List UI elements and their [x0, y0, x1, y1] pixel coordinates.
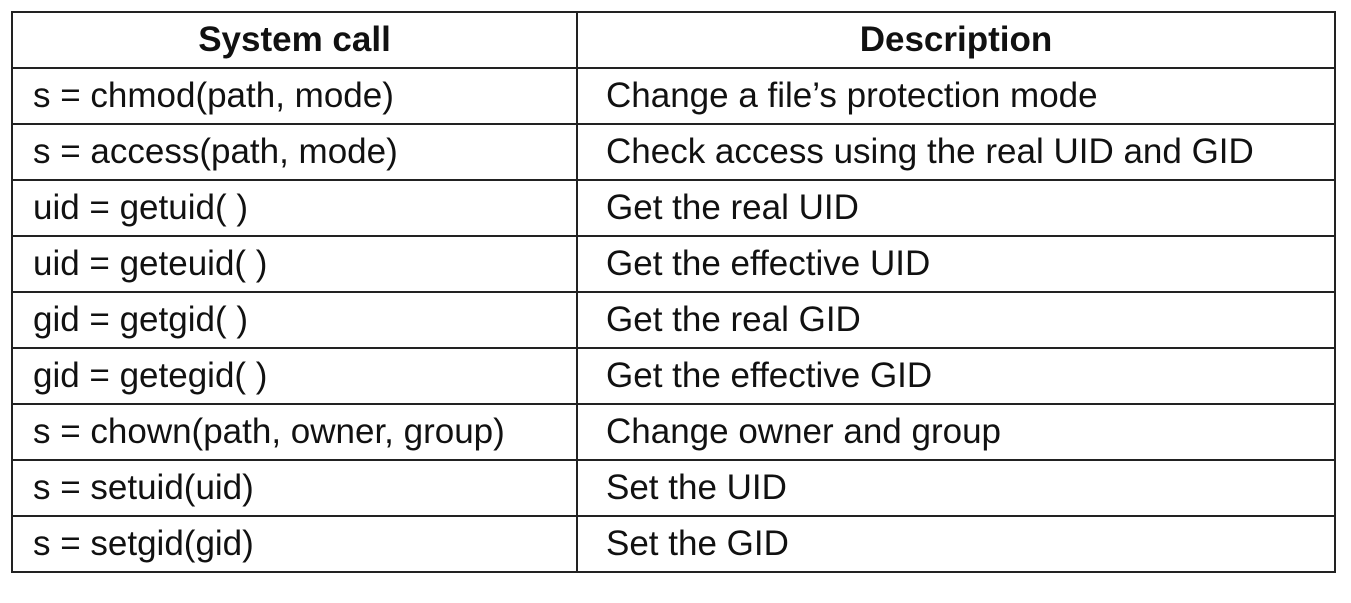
description-cell: Change owner and group — [576, 403, 1336, 461]
system-call-cell: s = chown(path, owner, group) — [11, 403, 578, 461]
system-call-cell: gid = getegid( ) — [11, 347, 578, 405]
description-cell: Change a file’s protection mode — [576, 67, 1336, 125]
system-call-cell: s = access(path, mode) — [11, 123, 578, 181]
table-row: s = chown(path, owner, group) Change own… — [11, 403, 1336, 461]
table-row: gid = getgid( ) Get the real GID — [11, 291, 1336, 349]
system-call-cell: uid = geteuid( ) — [11, 235, 578, 293]
description-cell: Set the GID — [576, 515, 1336, 573]
table-header: System call Description — [11, 11, 1336, 69]
header-description: Description — [576, 11, 1336, 69]
description-cell: Check access using the real UID and GID — [576, 123, 1336, 181]
table-body: s = chmod(path, mode) Change a file’s pr… — [11, 67, 1336, 573]
system-call-table: System call Description s = chmod(path, … — [11, 11, 1336, 573]
system-call-cell: uid = getuid( ) — [11, 179, 578, 237]
description-cell: Get the effective UID — [576, 235, 1336, 293]
table-row: s = chmod(path, mode) Change a file’s pr… — [11, 67, 1336, 125]
header-row: System call Description — [11, 11, 1336, 69]
table-row: uid = geteuid( ) Get the effective UID — [11, 235, 1336, 293]
system-call-cell: s = chmod(path, mode) — [11, 67, 578, 125]
table-row: s = setgid(gid) Set the GID — [11, 515, 1336, 573]
system-call-cell: s = setuid(uid) — [11, 459, 578, 517]
description-cell: Set the UID — [576, 459, 1336, 517]
table-row: s = setuid(uid) Set the UID — [11, 459, 1336, 517]
system-call-cell: s = setgid(gid) — [11, 515, 578, 573]
system-call-cell: gid = getgid( ) — [11, 291, 578, 349]
description-cell: Get the real UID — [576, 179, 1336, 237]
table-row: gid = getegid( ) Get the effective GID — [11, 347, 1336, 405]
description-cell: Get the real GID — [576, 291, 1336, 349]
table-row: uid = getuid( ) Get the real UID — [11, 179, 1336, 237]
header-system-call: System call — [11, 11, 578, 69]
table-row: s = access(path, mode) Check access usin… — [11, 123, 1336, 181]
description-cell: Get the effective GID — [576, 347, 1336, 405]
